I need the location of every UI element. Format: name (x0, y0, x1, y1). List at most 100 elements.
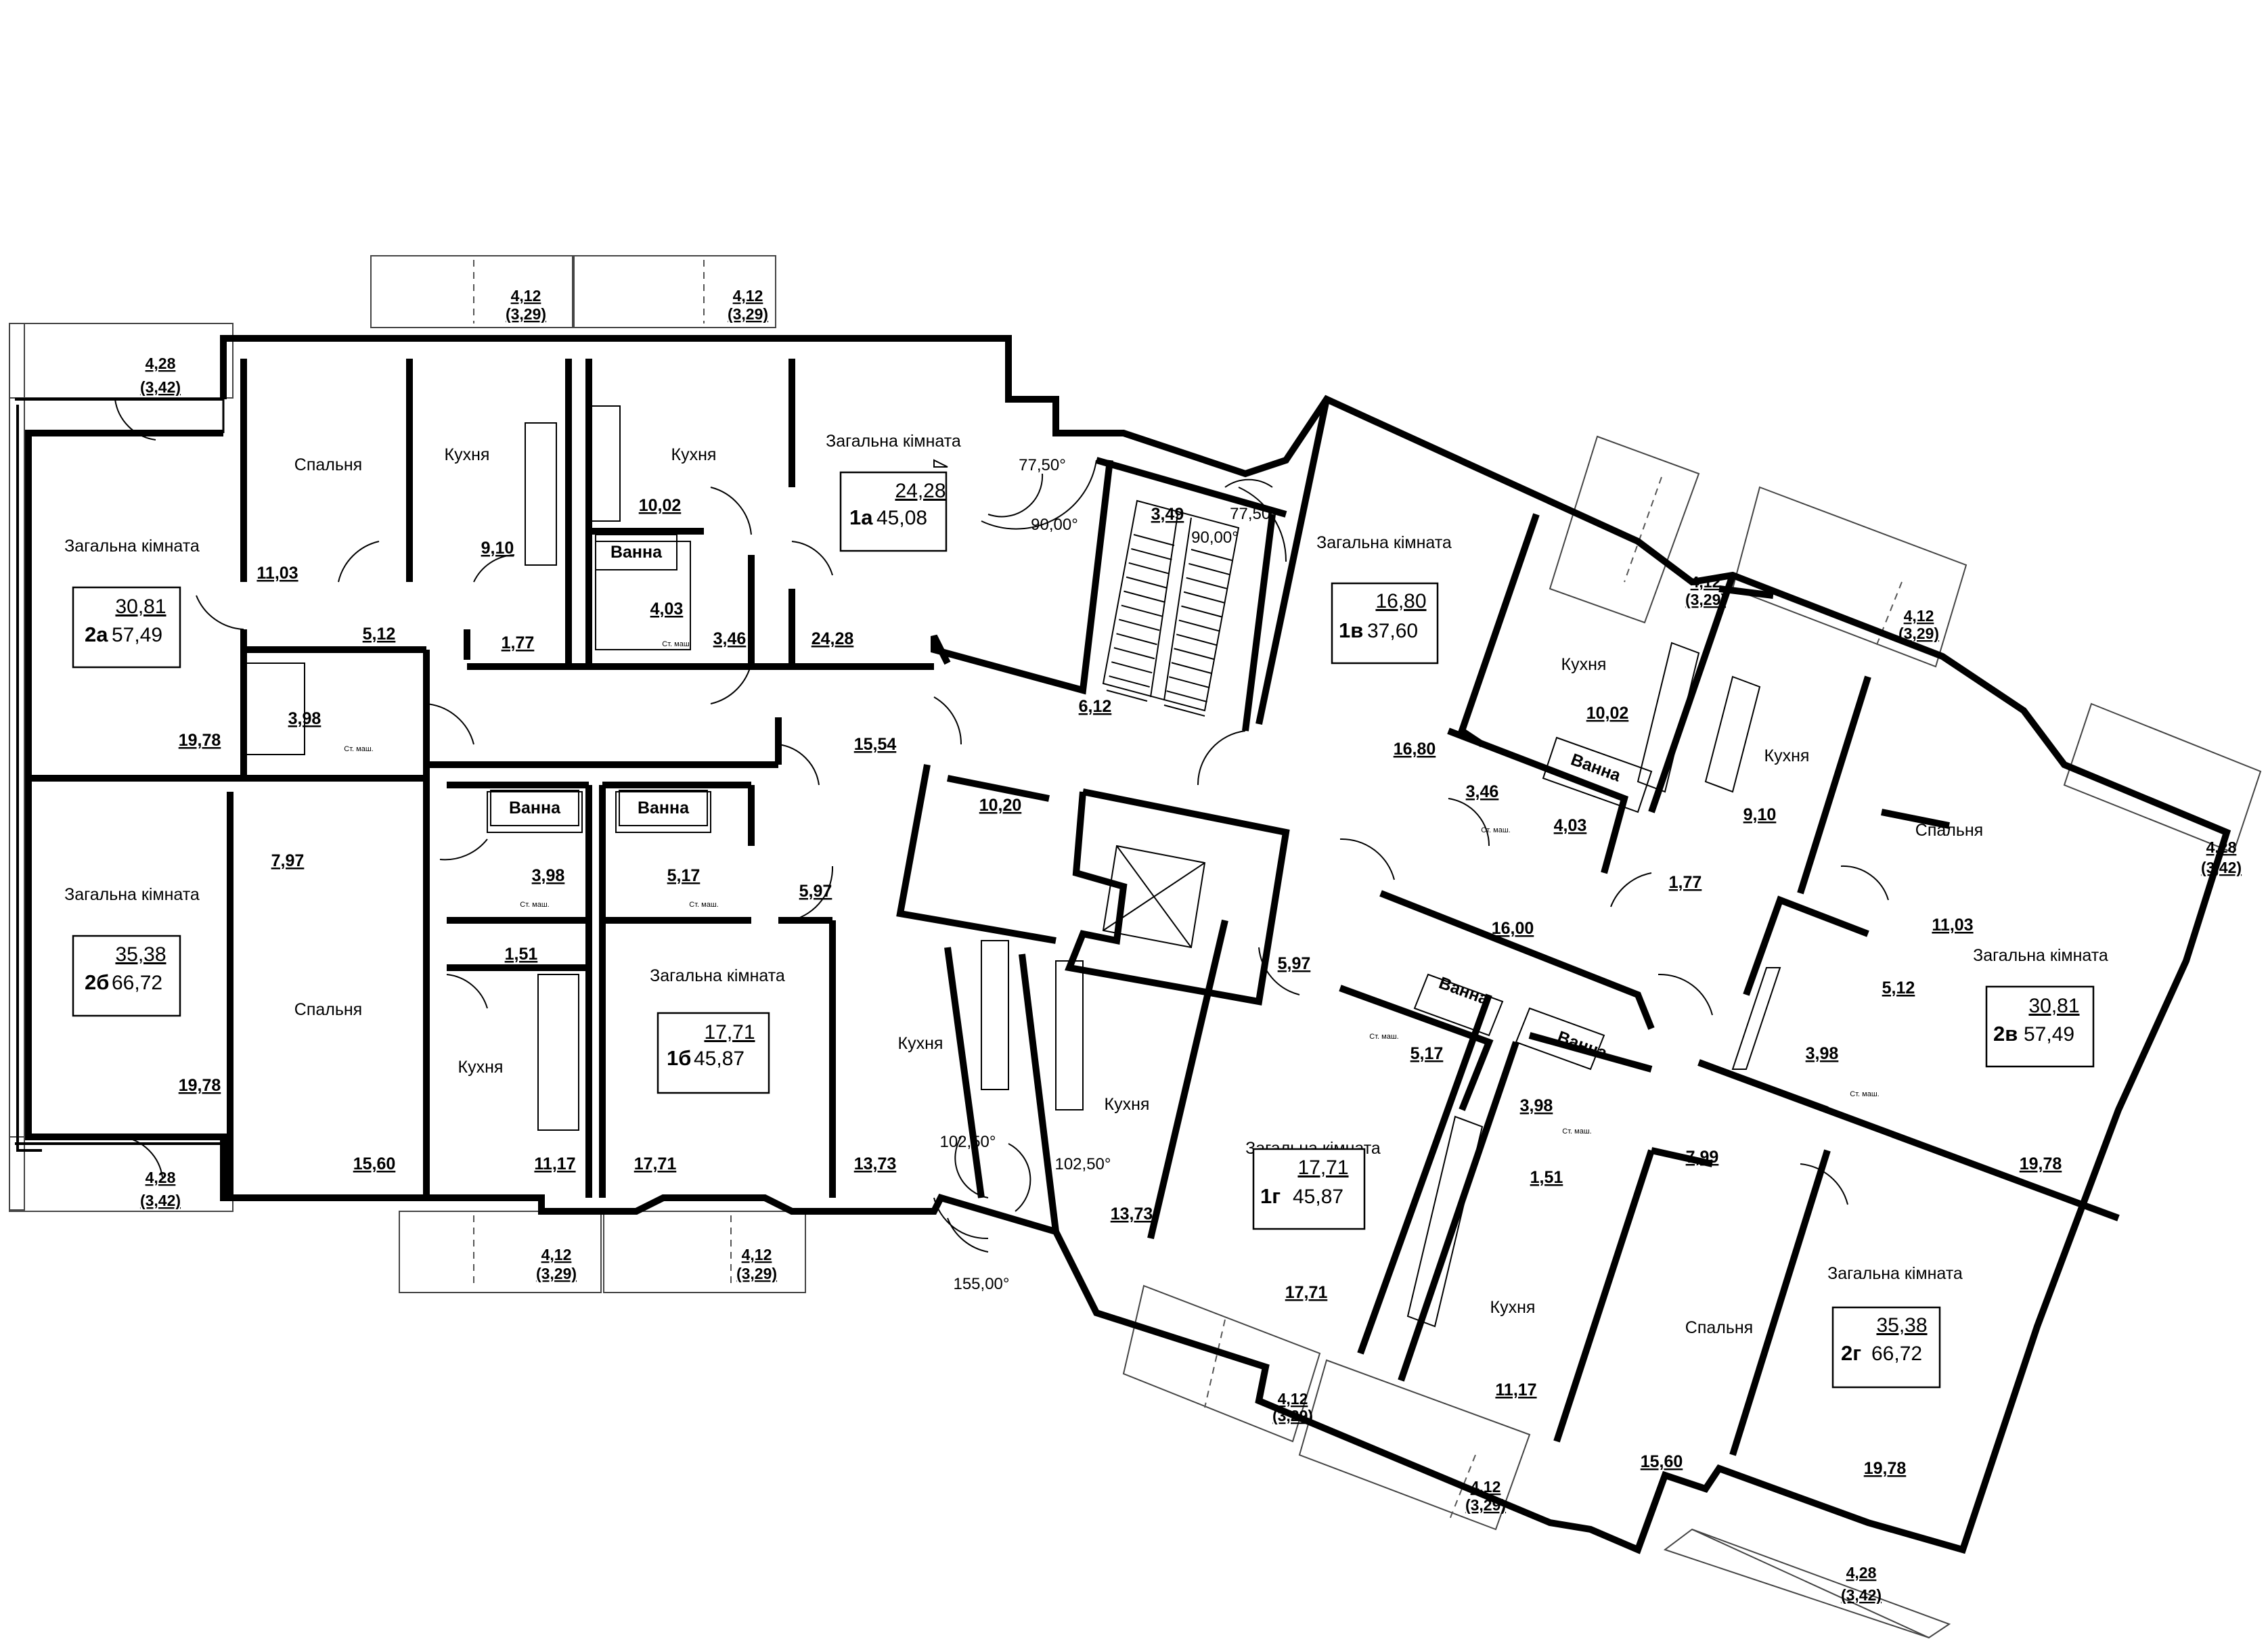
room-label-2g-bedroom: Спальня (1685, 1318, 1753, 1337)
balcony-area-sub: (3,42) (140, 378, 181, 396)
balcony-area-sub: (3,29) (536, 1265, 577, 1282)
stair-step (1188, 562, 1230, 575)
washer-label: Ст. маш. (689, 901, 718, 909)
room-label-1a-kitchen: Кухня (671, 445, 717, 464)
apartment-box-1v: 16,80 1в 37,60 (1331, 582, 1439, 665)
bath-label: Ванна (610, 543, 663, 562)
apartment-total-area: 45,08 (876, 507, 927, 529)
apartment-number: 2б (85, 970, 109, 994)
stair-step (1106, 690, 1148, 702)
room-label-center-kitchen: Кухня (1105, 1095, 1150, 1114)
bath-label: Ванна (1555, 1027, 1610, 1063)
room-label-2a-bedroom: Спальня (294, 455, 362, 474)
angle-label: 90,00° (1031, 516, 1078, 534)
room-label-1b-living: Загальна кімната (650, 966, 785, 985)
apartment-total-area: 57,49 (112, 624, 162, 646)
apartment-total-area: 66,72 (112, 972, 162, 994)
stair-step (1186, 577, 1227, 589)
room-label-2v-kitchen: Кухня (1764, 746, 1810, 765)
area-label: 5,17 (1410, 1044, 1444, 1063)
area-label: 4,03 (650, 600, 684, 619)
balcony-area-sub: (3,42) (1841, 1586, 1882, 1604)
bath-label: Ванна (509, 799, 561, 817)
area-label: 15,54 (854, 735, 897, 754)
stair-step (1181, 605, 1222, 618)
door-swings (114, 399, 1889, 1240)
balcony-outlines (9, 255, 2262, 1639)
balcony-area: 4,12 (1904, 607, 1934, 625)
interior-walls (28, 359, 2120, 1456)
stair-step (1116, 633, 1157, 646)
apartment-number: 2г (1841, 1341, 1861, 1365)
area-label: 1,51 (1530, 1168, 1563, 1187)
stair-step (1109, 675, 1150, 688)
washer-label: Ст. маш. (520, 901, 549, 909)
balcony-area: 4,12 (1691, 573, 1721, 591)
balcony-area: 4,12 (1278, 1390, 1308, 1408)
washer-label: Ст. маш. (1481, 826, 1510, 834)
area-label: 5,97 (1278, 954, 1311, 973)
area-label: 3,49 (1151, 505, 1184, 524)
exterior-walls (15, 335, 2231, 1554)
angle-arcs (947, 459, 1287, 1253)
apartment-number: 1а (849, 506, 873, 529)
stair-step (1171, 662, 1213, 675)
stair-step (1191, 549, 1232, 561)
room-label-1a-living: Загальна кімната (826, 432, 961, 451)
apartment-box-2g: 35,38 2г 66,72 (1831, 1306, 1941, 1389)
area-label: 4,03 (1554, 816, 1587, 835)
room-label-2v-living: Загальна кімната (1973, 946, 2108, 965)
room-label-2b-kitchen: Кухня (458, 1058, 504, 1077)
room-label-2a-living: Загальна кімната (64, 537, 200, 556)
area-label: 19,78 (179, 1076, 221, 1095)
balcony-area: 4,12 (541, 1246, 572, 1263)
area-label: 1,77 (502, 633, 535, 652)
balcony-area: 4,28 (146, 1169, 176, 1186)
area-label: 3,98 (288, 709, 321, 728)
apartment-total-area: 66,72 (1871, 1343, 1922, 1365)
fixtures (243, 405, 1781, 1328)
apartment-living-area: 16,80 (1375, 590, 1426, 612)
stair-step (1126, 576, 1168, 589)
area-label: 1,77 (1669, 873, 1702, 892)
washer-label: Ст. маш. (1369, 1033, 1398, 1041)
area-label: 3,98 (1520, 1096, 1553, 1115)
area-label: 16,80 (1394, 740, 1436, 759)
apartment-living-area: 17,71 (1297, 1157, 1348, 1179)
angle-label: 77,50° (1230, 505, 1277, 523)
balcony-labels: 4,28 (3,42) 4,12 (3,29) 4,12 (3,29) 4,12… (140, 287, 2242, 1604)
area-label: 6,12 (1079, 697, 1112, 716)
room-label-2b-bedroom: Спальня (294, 1000, 362, 1019)
balcony-area-sub: (3,29) (736, 1265, 777, 1282)
balcony-area-sub: (3,29) (1898, 625, 1939, 642)
angle-label: 77,50° (1019, 456, 1066, 474)
area-label: 11,03 (257, 564, 298, 583)
balcony-area: 4,12 (511, 287, 541, 305)
apartment-box-1g: 17,71 1г 45,87 (1252, 1148, 1366, 1230)
balcony-area-sub: (3,29) (728, 305, 768, 323)
balcony-area: 4,12 (733, 287, 763, 305)
apartment-living-area: 35,38 (1876, 1314, 1927, 1337)
apartment-total-area: 57,49 (2024, 1023, 2074, 1046)
apartment-box-1a: 24,28 1а 45,08 (839, 471, 948, 552)
apartment-living-area: 24,28 (895, 480, 946, 502)
apartment-box-2v: 30,81 2в 57,49 (1985, 985, 2095, 1068)
apartment-number: 1в (1339, 619, 1363, 642)
apartment-total-area: 37,60 (1367, 620, 1418, 642)
area-label: 9,10 (1743, 805, 1777, 824)
angle-label: 102,50° (939, 1133, 996, 1151)
room-label-2g-living: Загальна кімната (1827, 1264, 1963, 1283)
area-label: 10,20 (979, 796, 1022, 815)
bath-label: Ванна (1436, 973, 1492, 1009)
area-label: 19,78 (179, 731, 221, 750)
apartment-living-area: 30,81 (2028, 995, 2079, 1017)
area-label: 11,17 (1495, 1380, 1536, 1399)
area-label: 15,60 (353, 1154, 396, 1173)
apartment-box-1b: 17,71 1б 45,87 (657, 1012, 770, 1094)
area-label: 5,12 (1882, 979, 1915, 997)
area-label: 15,60 (1641, 1452, 1683, 1471)
stair-step (1174, 648, 1215, 660)
angle-labels: 77,50° 90,00° 77,50° 90,00° 102,50° 102,… (939, 456, 1276, 1293)
room-label-1v-living: Загальна кімната (1316, 533, 1452, 552)
